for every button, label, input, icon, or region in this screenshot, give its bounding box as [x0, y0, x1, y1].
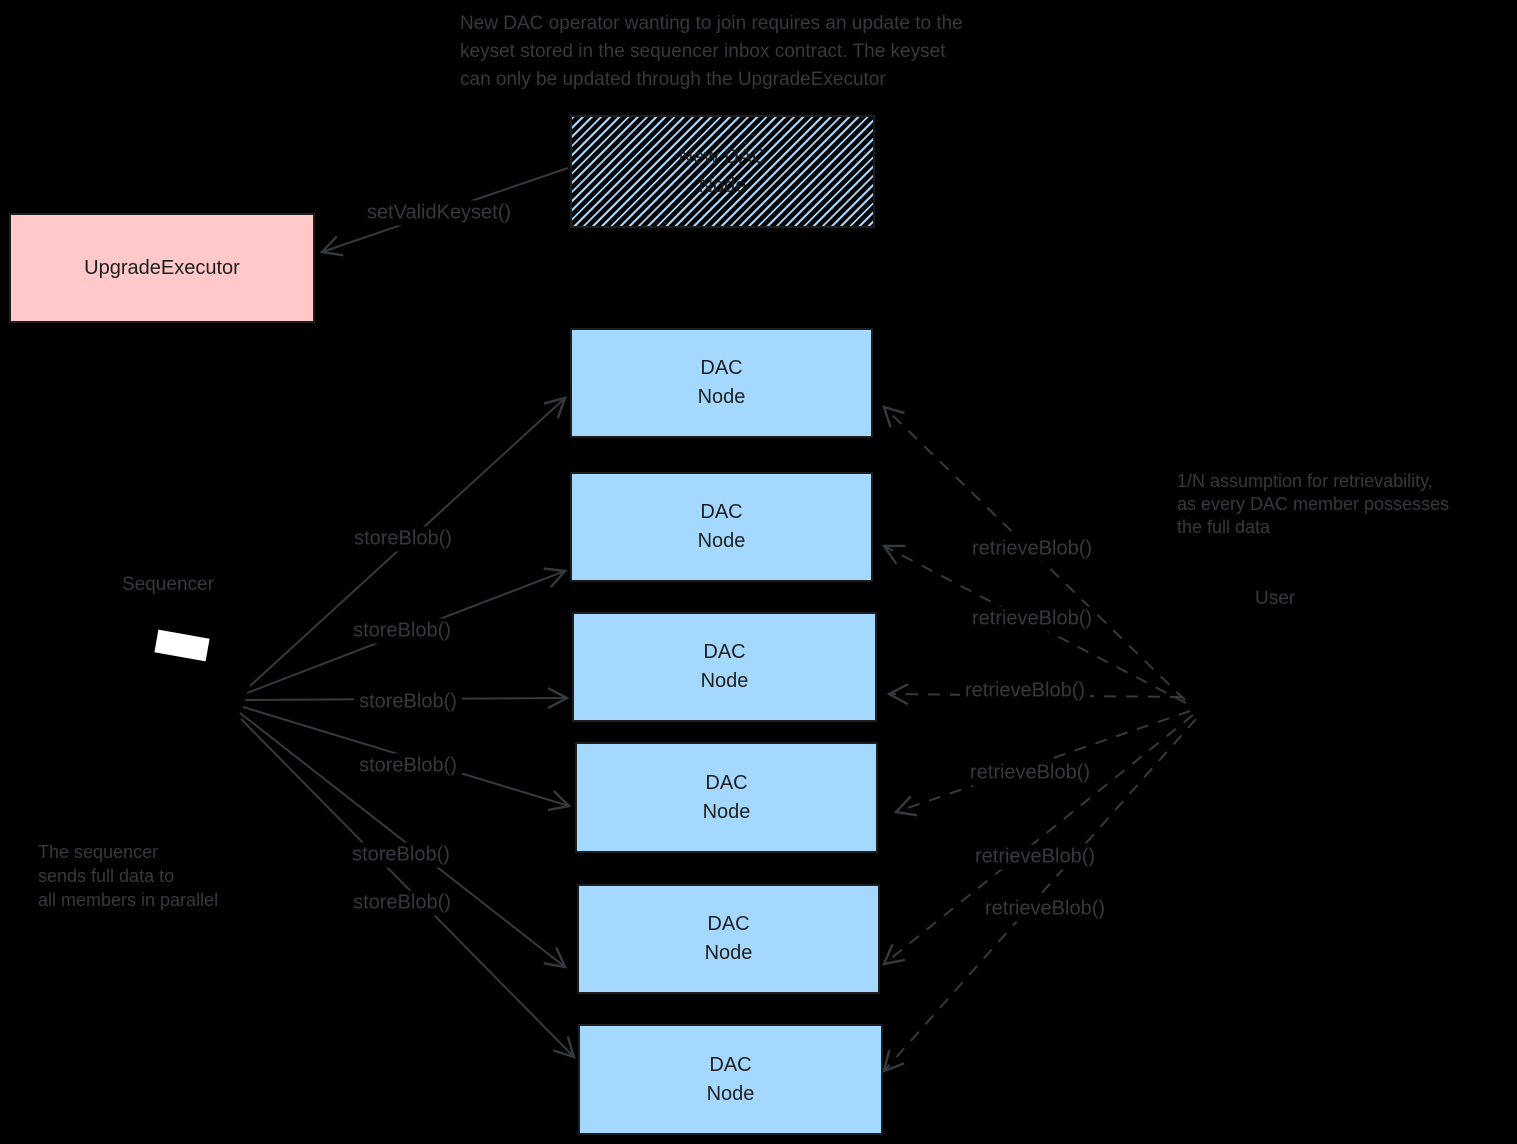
- dac-node-label-line1: DAC: [700, 501, 743, 523]
- dac-node-box-1: DAC Node: [570, 328, 873, 438]
- retrieve-blob-label-3: retrieveBlob(): [959, 678, 1091, 704]
- note-line: as every DAC member possesses: [1177, 494, 1450, 514]
- dac-node-box-3: DAC Node: [572, 612, 877, 722]
- store-blob-label-4: storeBlob(): [354, 753, 462, 779]
- dac-node-label-line1: DAC: [707, 913, 750, 935]
- dac-node-box-4: DAC Node: [575, 742, 878, 853]
- note-line: keyset stored in the sequencer inbox con…: [460, 41, 946, 62]
- dac-node-label-line1: DAC: [700, 357, 743, 379]
- new-dac-node-label-line2: Node: [698, 174, 747, 197]
- store-blob-label-2: storeBlob(): [348, 618, 456, 644]
- dac-node-label-line2: Node: [697, 386, 746, 408]
- retrievability-note: 1/N assumption for retrievability, as ev…: [1177, 470, 1449, 539]
- dac-node-label-line2: Node: [700, 670, 749, 692]
- dac-node-box-6: DAC Node: [578, 1024, 883, 1135]
- sequencer-note: The sequencer sends full data to all mem…: [38, 840, 218, 912]
- store-blob-label-6: storeBlob(): [348, 890, 456, 916]
- user-label: User: [1255, 588, 1296, 609]
- dac-node-label-line1: DAC: [709, 1053, 752, 1076]
- note-line: New DAC operator wanting to join require…: [460, 13, 963, 34]
- dac-node-label-line1: DAC: [705, 771, 748, 794]
- note-line: the full data: [1177, 517, 1271, 537]
- note-line: The sequencer: [38, 842, 159, 862]
- retrieve-blob-arrow-3: [886, 683, 1183, 706]
- dac-node-box-5: DAC Node: [577, 884, 880, 994]
- store-blob-arrow-5: [239, 712, 568, 969]
- retrieve-blob-arrow-5: [881, 714, 1194, 966]
- note-line: sends full data to: [38, 866, 175, 886]
- keyset-update-note: New DAC operator wanting to join require…: [460, 10, 963, 94]
- dac-node-label-line2: Node: [704, 942, 753, 964]
- note-line: can only be updated through the UpgradeE…: [460, 69, 886, 90]
- dac-node-label-line1: DAC: [703, 641, 746, 663]
- note-line: all members in parallel: [38, 890, 219, 910]
- store-blob-arrow-6: [240, 718, 576, 1059]
- retrieve-blob-label-6: retrieveBlob(): [979, 896, 1111, 922]
- store-blob-label-5: storeBlob(): [347, 842, 455, 868]
- note-line: 1/N assumption for retrievability,: [1177, 471, 1433, 491]
- dac-node-label-line2: Node: [706, 1082, 755, 1105]
- upgrade-executor-label: UpgradeExecutor: [84, 256, 240, 279]
- retrieve-blob-label-2: retrieveBlob(): [966, 606, 1098, 632]
- new-dac-node-label-line1: New DAC: [678, 145, 767, 168]
- retrieve-blob-label-5: retrieveBlob(): [969, 844, 1101, 870]
- retrieve-blob-label-4: retrieveBlob(): [964, 760, 1096, 786]
- set-valid-keyset-label: setValidKeyset(): [361, 200, 517, 226]
- upgrade-executor-box: UpgradeExecutor: [9, 213, 315, 323]
- dac-node-label-line2: Node: [697, 530, 746, 552]
- sequencer-label: Sequencer: [122, 574, 214, 595]
- new-dac-node-box: New DAC Node: [570, 115, 875, 228]
- dac-node-label-line2: Node: [702, 800, 751, 823]
- dac-node-box-2: DAC Node: [570, 472, 873, 582]
- retrieve-blob-label-1: retrieveBlob(): [966, 536, 1098, 562]
- store-blob-label-3: storeBlob(): [354, 689, 462, 715]
- store-blob-label-1: storeBlob(): [349, 526, 457, 552]
- retrieve-blob-arrow-1: [882, 405, 1186, 701]
